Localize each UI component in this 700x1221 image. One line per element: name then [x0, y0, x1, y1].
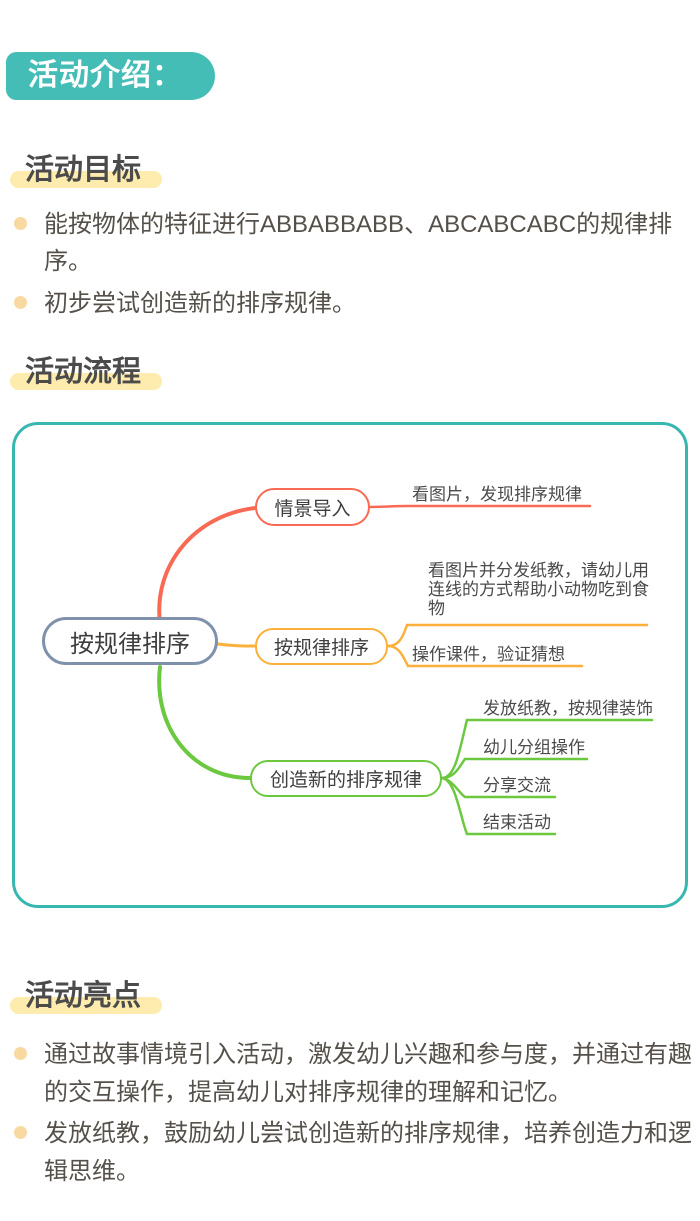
bullet-dot [14, 1126, 27, 1139]
yellow-leaf-underline-1 [386, 623, 649, 648]
mindmap-branch-node-3: 创造新的排序规律 [250, 760, 442, 797]
list-item-text: 初步尝试创造新的排序规律。 [44, 290, 356, 317]
green-leaf-underline-4 [440, 776, 557, 836]
page-title-badge: 活动介绍： [6, 52, 215, 100]
list-item-text: 能按物体的特征进行ABBABBABB、ABCABCABC的规律排序。 [44, 211, 673, 275]
title-highlight-bar [10, 171, 162, 188]
list-item: 发放纸教，鼓励幼儿尝试创造新的排序规律，培养创造力和逻辑思维。 [14, 1115, 692, 1191]
mindmap-root-label: 按规律排序 [70, 630, 190, 658]
mindmap-leaf-label: 结束活动 [483, 813, 551, 832]
mindmap-leaf-label: 幼儿分组操作 [483, 738, 585, 757]
mindmap-connectors [157, 504, 654, 836]
section-title-text: 活动目标 [25, 154, 142, 186]
title-highlight-bar [10, 997, 162, 1014]
branch-green-curve [157, 665, 252, 780]
section-title-process: 活动流程 [10, 348, 162, 390]
mindmap-root-node: 按规律排序 [42, 617, 218, 665]
mindmap-leaf-label: 发放纸教，按规律装饰 [483, 699, 653, 718]
branch-red-curve [157, 506, 257, 625]
list-item: 通过故事情境引入活动，激发幼儿兴趣和参与度，并通过有趣的交互操作，提高幼儿对排序… [14, 1036, 692, 1112]
mindmap-leaf-label: 看图片并分发纸教，请幼儿用连线的方式帮助小动物吃到食物 [428, 561, 649, 618]
section-title-goals: 活动目标 [10, 146, 162, 188]
mindmap-branch-label: 创造新的排序规律 [269, 770, 422, 791]
branch-yellow-connector [216, 642, 257, 648]
mindmap-branch-node-2: 按规律排序 [255, 628, 388, 665]
mindmap-leaf-label: 操作课件，验证猜想 [412, 645, 565, 664]
mindmap-branch-label: 情景导入 [274, 498, 351, 520]
title-highlight-bar [10, 373, 162, 390]
bullet-dot [14, 1047, 27, 1060]
mindmap-leaf-label: 分享交流 [483, 776, 551, 795]
mindmap-branch-node-1: 情景导入 [255, 488, 370, 526]
mindmap-leaf-label: 看图片，发现排序规律 [412, 485, 582, 504]
section-title-text: 活动亮点 [25, 980, 142, 1012]
green-leaf-underline-2 [440, 757, 589, 780]
section-title-highlights: 活动亮点 [10, 972, 162, 1014]
bullet-dot [14, 296, 27, 309]
red-leaf-underline [368, 504, 592, 509]
list-item-text: 通过故事情境引入活动，激发幼儿兴趣和参与度，并通过有趣的交互操作，提高幼儿对排序… [44, 1041, 692, 1106]
mindmap: 按规律排序 情景导入 看图片，发现排序规律 按规律排序 看图片并分发纸教，请幼儿… [12, 422, 688, 908]
list-item: 初步尝试创造新的排序规律。 [14, 285, 692, 322]
goals-list: 能按物体的特征进行ABBABBABB、ABCABCABC的规律排序。 初步尝试创… [14, 206, 692, 327]
page-title: 活动介绍： [28, 59, 183, 92]
section-title-text: 活动流程 [25, 356, 142, 388]
list-item: 能按物体的特征进行ABBABBABB、ABCABCABC的规律排序。 [14, 206, 692, 280]
list-item-text: 发放纸教，鼓励幼儿尝试创造新的排序规律，培养创造力和逻辑思维。 [44, 1120, 692, 1185]
mindmap-branch-label: 按规律排序 [273, 638, 369, 659]
highlights-list: 通过故事情境引入活动，激发幼儿兴趣和参与度，并通过有趣的交互操作，提高幼儿对排序… [14, 1036, 692, 1194]
yellow-leaf-underline-2 [386, 644, 584, 668]
bullet-dot [14, 217, 27, 230]
